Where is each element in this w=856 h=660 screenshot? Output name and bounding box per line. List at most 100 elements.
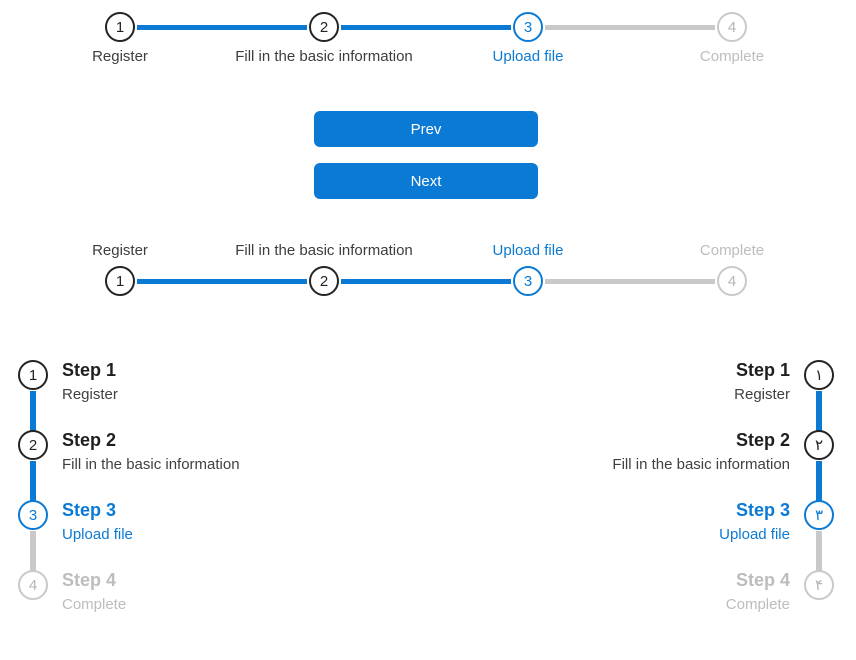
step-text: Step 1 Register — [62, 360, 118, 430]
step-circle-2: 2 — [309, 12, 339, 42]
connector-line — [749, 279, 834, 284]
step-text: Step 4 Complete — [62, 570, 126, 640]
connector-line — [341, 278, 426, 284]
wizard-controls: Prev Next — [18, 111, 834, 199]
step-track: 2 — [222, 12, 426, 42]
connector-line — [222, 24, 307, 30]
step-item-upload-file: 3 Upload file — [426, 12, 630, 67]
step-item-upload-file: ۳ Step 3 Upload file — [612, 500, 834, 582]
step-number: 3 — [523, 272, 533, 290]
step-item-basic-information: ۲ Step 2 Fill in the basic information — [612, 430, 834, 512]
step-circle-3: 3 — [513, 266, 543, 296]
step-title: Step 3 — [735, 500, 790, 520]
step-text: Step 3 Upload file — [62, 500, 133, 570]
step-number: ۳ — [814, 506, 824, 524]
step-circle-2: 2 — [309, 266, 339, 296]
step-text: Step 2 Fill in the basic information — [62, 430, 240, 500]
step-label: Complete — [699, 242, 765, 259]
step-number: 1 — [115, 272, 125, 290]
connector-line — [18, 279, 103, 284]
step-description: Complete — [725, 596, 790, 613]
step-item-upload-file: 3 Step 3 Upload file — [18, 500, 240, 582]
step-number: 4 — [727, 272, 737, 290]
step-item-register: 1 Step 1 Register — [18, 360, 240, 442]
step-item-basic-information: 2 Fill in the basic information — [222, 12, 426, 67]
step-label: Fill in the basic information — [235, 242, 413, 259]
step-title: Step 1 — [735, 360, 790, 380]
step-track: 3 — [426, 266, 630, 296]
step-number: ۱ — [814, 366, 824, 384]
step-circle-1: 1 — [105, 12, 135, 42]
step-track: 2 — [222, 266, 426, 296]
stepper-vertical-ltr: 1 Step 1 Register 2 Step 2 Fill in the b… — [18, 360, 240, 640]
step-label: Upload file — [492, 48, 564, 65]
step-number: 4 — [28, 576, 38, 594]
step-title: Step 3 — [62, 500, 117, 520]
step-track: 1 — [18, 12, 222, 42]
step-description: Upload file — [719, 526, 790, 543]
step-item-register: 1 Register — [18, 241, 222, 296]
connector-line — [545, 278, 630, 284]
step-track: 1 — [18, 360, 48, 442]
connector-line — [630, 278, 715, 284]
step-label: Register — [92, 48, 148, 65]
step-title: Step 2 — [62, 430, 117, 450]
step-number: ۲ — [814, 436, 824, 454]
step-description: Register — [62, 386, 118, 403]
step-number: 2 — [28, 436, 38, 454]
step-text: Step 1 Register — [734, 360, 790, 430]
step-track: ۱ — [804, 360, 834, 442]
step-track: 4 — [630, 12, 834, 42]
step-text: Step 3 Upload file — [719, 500, 790, 570]
connector-line — [426, 24, 511, 30]
step-track: 3 — [426, 12, 630, 42]
stepper-horizontal-labels-top: 1 Register 2 Fill in the basic informati… — [18, 241, 834, 296]
connector-line — [630, 24, 715, 30]
connector-line — [545, 24, 630, 30]
step-label: Complete — [699, 48, 765, 65]
step-track: 2 — [18, 430, 48, 512]
step-title: Step 1 — [62, 360, 117, 380]
step-circle-4: 4 — [717, 12, 747, 42]
step-item-register: ۱ Step 1 Register — [612, 360, 834, 442]
step-title: Step 4 — [735, 570, 790, 590]
step-item-basic-information: 2 Fill in the basic information — [222, 241, 426, 296]
step-description: Upload file — [62, 526, 133, 543]
step-number: ۴ — [814, 576, 824, 594]
step-circle-1: 1 — [105, 266, 135, 296]
next-button[interactable]: Next — [314, 163, 538, 199]
step-text: Step 2 Fill in the basic information — [612, 430, 790, 500]
step-track: ۲ — [804, 430, 834, 512]
step-number: 2 — [319, 18, 329, 36]
step-track: 4 — [18, 570, 48, 640]
step-description: Register — [734, 386, 790, 403]
step-description: Fill in the basic information — [62, 456, 240, 473]
step-item-basic-information: 2 Step 2 Fill in the basic information — [18, 430, 240, 512]
step-circle-3: ۳ — [804, 500, 834, 530]
step-circle-2: 2 — [18, 430, 48, 460]
step-number: 1 — [28, 366, 38, 384]
step-item-register: 1 Register — [18, 12, 222, 67]
step-item-complete: 4 Step 4 Complete — [18, 570, 240, 640]
step-item-complete: 4 Complete — [630, 241, 834, 296]
step-circle-4: ۴ — [804, 570, 834, 600]
step-label: Upload file — [492, 242, 564, 259]
step-item-complete: 4 Complete — [630, 12, 834, 67]
step-number: 4 — [727, 18, 737, 36]
step-text: Step 4 Complete — [726, 570, 790, 640]
step-title: Step 2 — [735, 430, 790, 450]
step-label: Register — [92, 242, 148, 259]
step-number: 3 — [28, 506, 38, 524]
step-circle-4: 4 — [18, 570, 48, 600]
step-track: 3 — [18, 500, 48, 582]
stepper-vertical-rtl: ۱ Step 1 Register ۲ Step 2 Fill in the b… — [612, 360, 834, 640]
step-track: 1 — [18, 266, 222, 296]
step-circle-3: 3 — [513, 12, 543, 42]
connector-line — [137, 24, 222, 30]
stepper-demo-page: 1 Register 2 Fill in the basic informati… — [18, 12, 834, 640]
step-title: Step 4 — [62, 570, 117, 590]
prev-button[interactable]: Prev — [314, 111, 538, 147]
step-number: 1 — [115, 18, 125, 36]
step-circle-1: 1 — [18, 360, 48, 390]
stepper-horizontal-labels-bottom: 1 Register 2 Fill in the basic informati… — [18, 12, 834, 67]
